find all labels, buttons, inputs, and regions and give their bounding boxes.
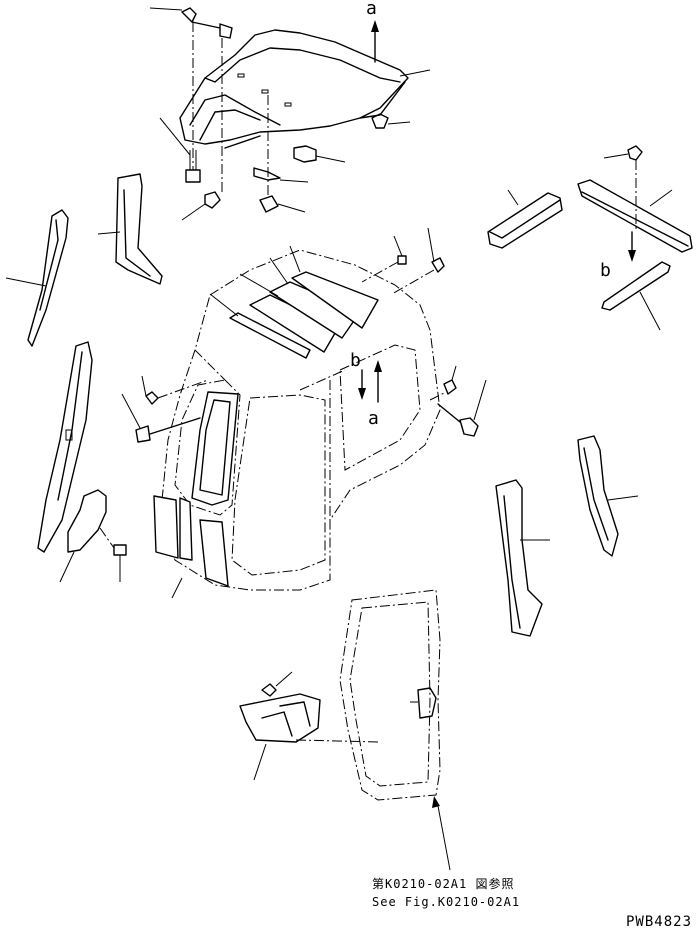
door-lower-trim <box>239 693 381 781</box>
pillar-trim-lower-left <box>37 341 93 553</box>
pillar-trim-left-long <box>5 209 69 347</box>
reference-note-en: See Fig.K0210-02A1 <box>372 895 520 909</box>
arrow-a-mid: a <box>368 360 382 429</box>
clip-right-top <box>371 113 411 129</box>
screw-top-right-a <box>361 235 407 283</box>
arrow-a-top: a <box>366 0 379 63</box>
corner-bracket-left <box>59 489 107 583</box>
trim-strip-small <box>601 261 671 331</box>
door-arrow <box>432 796 451 871</box>
arrow-b-mid: b <box>350 350 366 400</box>
side-window-trim <box>191 391 239 506</box>
drawing-code: PWB4823 <box>626 914 692 930</box>
screw-top-right-b <box>391 227 445 295</box>
clip-plate <box>253 167 309 183</box>
reference-note-jp: 第K0210-02A1 図参照 <box>372 876 514 891</box>
screw-left-mid <box>141 375 209 405</box>
foam-pad <box>293 145 346 163</box>
rail-bracket-left <box>487 189 563 249</box>
clip-door <box>261 671 293 697</box>
screw-right-b <box>437 379 487 437</box>
door-frame <box>339 589 441 801</box>
arrow-b-right: b <box>600 231 636 281</box>
screw-left-lower <box>121 393 201 443</box>
pillar-trim-right-mid <box>495 479 550 637</box>
roof-trim-panels <box>209 245 379 359</box>
rail-bracket-right <box>577 179 693 253</box>
screw-right-a <box>429 365 457 401</box>
rivet-right <box>603 145 643 230</box>
push-rivet-top <box>149 7 233 39</box>
roof-headliner-panel <box>179 29 409 149</box>
lower-trim-pads <box>153 495 229 599</box>
callout-b-right: b <box>600 260 611 281</box>
bolt-left <box>159 117 201 183</box>
bolt-center <box>259 195 306 213</box>
callout-a-top: a <box>366 0 377 19</box>
clip-lower-left <box>99 527 127 582</box>
callout-a-mid: a <box>368 408 379 429</box>
pillar-trim-upper-left <box>97 173 163 285</box>
pillar-trim-right-far <box>577 435 639 557</box>
rivet-left <box>181 191 221 221</box>
callout-b-mid: b <box>350 350 361 371</box>
